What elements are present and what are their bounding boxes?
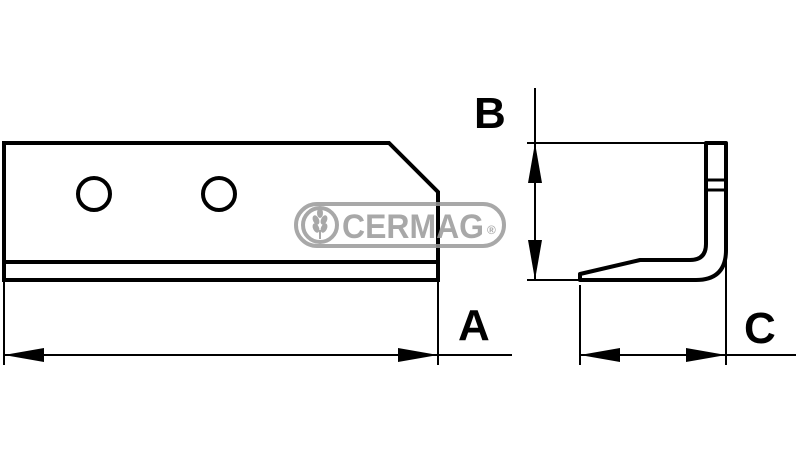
dimension-c [579, 255, 796, 365]
dimension-a-label: A [458, 301, 490, 350]
dimension-b-label: B [474, 89, 506, 138]
dimension-b-arrow-bottom [528, 240, 542, 280]
watermark-badge [294, 202, 506, 248]
watermark-registered-mark: ® [487, 223, 496, 237]
dimension-c-label: C [744, 304, 776, 353]
blade-side-profile [578, 141, 728, 282]
dimension-c-arrow-right [686, 348, 726, 362]
mounting-hole-right [201, 176, 237, 212]
dimension-c-arrow-left [580, 348, 620, 362]
mounting-hole-left [76, 176, 112, 212]
profile-outline [578, 141, 728, 282]
dimension-b [527, 88, 706, 281]
dimension-a-arrow-left [4, 348, 44, 362]
cermag-watermark: CERMAG ® [294, 202, 506, 248]
watermark-text: CERMAG [342, 208, 484, 246]
wheat-ear-icon [312, 208, 328, 239]
blade-outline [2, 141, 440, 282]
blade-front-view [2, 141, 440, 282]
dimension-a [3, 280, 512, 365]
dimension-b-arrow-top [528, 143, 542, 183]
dimension-a-arrow-right [398, 348, 438, 362]
